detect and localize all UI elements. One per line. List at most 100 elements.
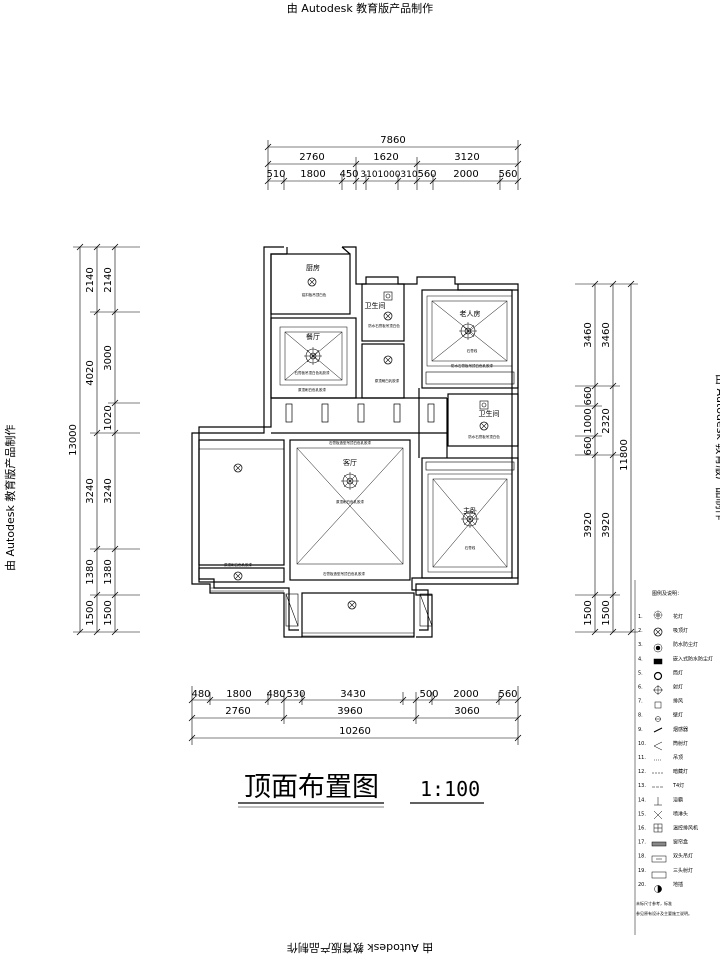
dim-top-total: 7860 <box>380 135 405 146</box>
legend-item-label: 三头射灯 <box>673 867 693 874</box>
note: 原顶刷白色乳胶漆 <box>298 387 326 392</box>
legend-item-number: 9. <box>638 727 643 733</box>
drawing-title: 顶面布置图 <box>244 772 379 803</box>
walls <box>191 246 519 638</box>
watermark-top: 由 Autodesk 教育版产品制作 <box>286 2 434 15</box>
dim-bottom-small: 500 <box>419 689 438 700</box>
legend-item-number: 2. <box>638 628 643 634</box>
dim-bottom-mid: 3960 <box>337 706 362 717</box>
dim-right-inner: 3460 <box>583 322 594 347</box>
dim-right-inner: 660 <box>583 436 594 455</box>
note: 石膏板造型吊顶白色乳胶漆 <box>323 571 365 576</box>
drawing-scale: 1:100 <box>420 777 480 801</box>
legend-item-label: 喷淋头 <box>673 810 688 817</box>
legend-item-number: 12. <box>638 769 646 775</box>
top-dimension-labels: 7860 2760 1620 3120 510 1800 450 310 100… <box>266 135 517 180</box>
dim-left-inner: 1380 <box>103 559 114 584</box>
dim-left-inner: 3240 <box>103 478 114 503</box>
legend-item-label: 地插 <box>673 881 683 888</box>
note: 原顶刷白乳胶漆 <box>375 378 400 383</box>
dim-right-total: 11800 <box>619 439 630 471</box>
legend-item-number: 20. <box>638 882 646 888</box>
legend-item-number: 19. <box>638 868 646 874</box>
dim-bottom-small: 560 <box>498 689 517 700</box>
dim-top-small: 560 <box>417 169 436 180</box>
legend-item-label: 浴霸 <box>673 796 683 803</box>
legend-symbols <box>651 609 667 893</box>
bottom-dimension-labels: 480 1800 480 530 3430 500 2000 560 2760 … <box>191 689 517 737</box>
dim-bottom-small: 1800 <box>226 689 251 700</box>
legend-item-number: 13. <box>638 783 646 789</box>
dim-left-mid: 1500 <box>85 600 96 625</box>
note: 防水石膏板吊顶白色 <box>368 323 400 328</box>
living-ceiling <box>296 447 404 565</box>
dim-top-small: 510 <box>266 169 285 180</box>
dim-top-small: 310 <box>360 170 377 180</box>
dim-top-small: 1800 <box>300 169 325 180</box>
dim-right-inner: 3920 <box>583 512 594 537</box>
room-label-kitchen: 厨房 <box>306 263 320 272</box>
dim-left-inner: 1020 <box>103 405 114 430</box>
legend-item-number: 18. <box>638 854 646 860</box>
dim-bottom-mid: 3060 <box>454 706 479 717</box>
legend-item-label: 壁灯 <box>673 712 683 719</box>
legend-item-number: 5. <box>638 670 643 676</box>
legend-item-label: 嵌入式防水防尘灯 <box>673 655 713 662</box>
dim-left-inner: 1500 <box>103 600 114 625</box>
note: 防水石膏板吊顶白色 <box>468 434 500 439</box>
note: 原顶刷白色乳胶漆 <box>336 499 364 504</box>
chandelier-icon <box>303 321 480 529</box>
dim-bottom-small: 2000 <box>453 689 478 700</box>
legend-item-number: 7. <box>638 699 643 705</box>
note: 原顶刷白色乳胶漆 <box>224 562 252 567</box>
legend-item-number: 6. <box>638 685 643 691</box>
legend-footnotes: 未标尺寸参考，标准 参见原有设计及主要施工说明。 <box>636 900 692 916</box>
note: 石膏线 <box>465 545 476 550</box>
left-dimension-labels: 13000 2140 4020 3240 1380 1500 2140 3000… <box>68 267 114 625</box>
dim-left-inner: 3000 <box>103 345 114 370</box>
dim-top-mid: 3120 <box>454 152 479 163</box>
dim-bottom-total: 10260 <box>339 726 371 737</box>
legend-item-number: 4. <box>638 656 643 662</box>
dim-right-inner: 1500 <box>583 600 594 625</box>
corridor-spotlights <box>285 403 435 423</box>
dim-top-small: 450 <box>339 169 358 180</box>
legend-item-label: 窗帘盒 <box>673 839 688 846</box>
legend-item-label: 暗藏灯 <box>673 768 688 775</box>
legend-item-number: 15. <box>638 811 646 817</box>
legend-item-label: 吊顶 <box>673 755 683 761</box>
legend-item-label: 射灯 <box>673 684 683 691</box>
dim-right-mid: 2320 <box>601 408 612 433</box>
dim-top-small: 1000 <box>378 170 401 180</box>
legend-item-number: 16. <box>638 826 646 832</box>
room-label-master: 主卧 <box>463 506 477 515</box>
legend-item-number: 1. <box>638 614 643 620</box>
dim-left-mid: 2140 <box>85 267 96 292</box>
dim-right-mid: 1500 <box>601 600 612 625</box>
dim-right-inner: 660 <box>583 386 594 405</box>
note: 石膏线 <box>467 348 478 353</box>
drawing-title-block: 顶面布置图 1:100 <box>238 772 484 808</box>
note: 石膏板造型吊顶白色乳胶漆 <box>329 440 371 445</box>
top-dimensions <box>267 140 519 190</box>
legend-item-label: 排风 <box>673 698 683 705</box>
legend-item-label: 双头吊灯 <box>673 853 693 860</box>
dim-left-mid: 4020 <box>85 360 96 385</box>
dim-left-total: 13000 <box>68 424 79 456</box>
legend-item-number: 14. <box>638 797 646 803</box>
dim-right-mid: 3920 <box>601 512 612 537</box>
ceiling-notes: 铝扣板吊顶白色 防水石膏板吊顶白色 石膏板吊顶白色乳胶漆 原顶刷白乳胶漆 原顶刷… <box>224 292 500 576</box>
room-label-bath1: 卫生间 <box>365 301 386 310</box>
dim-bottom-small: 530 <box>286 689 305 700</box>
legend-item-label: 吸顶灯 <box>673 627 688 634</box>
dim-left-mid: 1380 <box>85 559 96 584</box>
legend-item-number: 8. <box>638 713 643 719</box>
balcony-windows <box>199 371 515 637</box>
legend-item-label: 筒灯 <box>673 669 683 676</box>
dim-top-mid: 2760 <box>299 152 324 163</box>
legend-footnote: 参见原有设计及主要施工说明。 <box>636 910 692 916</box>
dim-top-small: 2000 <box>453 169 478 180</box>
dim-bottom-small: 480 <box>191 689 210 700</box>
room-label-elder: 老人房 <box>460 309 481 318</box>
